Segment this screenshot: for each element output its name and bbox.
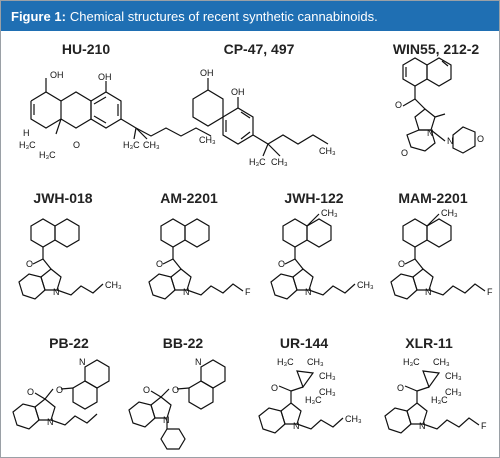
svg-text:O: O — [271, 383, 278, 393]
svg-text:CH₃: CH₃ — [319, 387, 336, 397]
compound-name: UR-144 — [280, 335, 328, 351]
svg-text:CH₃: CH₃ — [319, 146, 336, 156]
svg-text:CH₃: CH₃ — [433, 357, 450, 367]
svg-text:CH₃: CH₃ — [445, 387, 462, 397]
svg-text:O: O — [397, 383, 404, 393]
svg-text:N: N — [305, 287, 312, 297]
compound-win55-212-2: WIN55, 212-2 O N O — [393, 41, 484, 158]
compound-name: HU-210 — [62, 41, 110, 57]
svg-text:CH₃: CH₃ — [271, 157, 288, 167]
svg-text:N: N — [53, 287, 60, 297]
compound-name: WIN55, 212-2 — [393, 41, 480, 57]
compound-name: AM-2201 — [160, 190, 218, 206]
structure-win55-212-2 — [402, 57, 476, 154]
structure-am-2201 — [148, 218, 244, 300]
svg-text:CH₃: CH₃ — [307, 357, 324, 367]
svg-text:CH₃: CH₃ — [357, 280, 374, 290]
svg-text:H₃C: H₃C — [39, 150, 56, 160]
structures-grid: HU-210 OH OH H — [12, 41, 493, 450]
svg-text:H₃C: H₃C — [123, 140, 140, 150]
structure-mam-2201 — [390, 213, 486, 300]
svg-text:O: O — [401, 148, 408, 158]
svg-text:O: O — [395, 100, 402, 110]
svg-text:CH₃: CH₃ — [143, 140, 160, 150]
svg-text:N: N — [447, 136, 454, 146]
svg-text:H₃C: H₃C — [403, 357, 420, 367]
compound-hu-210: HU-210 OH OH H — [19, 41, 216, 160]
structure-jwh-018 — [18, 218, 104, 300]
svg-text:O: O — [26, 259, 33, 269]
structure-cp-47-497 — [192, 78, 329, 157]
svg-text:O: O — [27, 387, 34, 397]
svg-text:O: O — [156, 259, 163, 269]
svg-text:N: N — [195, 357, 202, 367]
structure-xlr-11 — [384, 370, 480, 434]
structure-jwh-122 — [270, 213, 356, 300]
svg-text:H₃C: H₃C — [431, 395, 448, 405]
svg-text:N: N — [293, 421, 300, 431]
svg-text:O: O — [398, 259, 405, 269]
svg-text:CH₃: CH₃ — [199, 135, 216, 145]
svg-text:N: N — [163, 415, 170, 425]
svg-text:O: O — [477, 134, 484, 144]
svg-text:CH₃: CH₃ — [445, 371, 462, 381]
svg-text:H₃C: H₃C — [277, 357, 294, 367]
compound-name: MAM-2201 — [398, 190, 467, 206]
compound-name: BB-22 — [163, 335, 204, 351]
svg-text:N: N — [425, 287, 432, 297]
compound-name: CP-47, 497 — [224, 41, 295, 57]
svg-text:H₃C: H₃C — [19, 140, 36, 150]
svg-text:CH₃: CH₃ — [345, 414, 362, 424]
svg-text:O: O — [278, 259, 285, 269]
compound-name: JWH-122 — [284, 190, 343, 206]
structure-bb-22 — [128, 359, 226, 450]
svg-text:F: F — [481, 421, 487, 431]
svg-text:CH₃: CH₃ — [441, 208, 458, 218]
caption-label: Figure 1: — [11, 8, 66, 24]
svg-text:N: N — [47, 417, 54, 427]
svg-text:N: N — [79, 357, 86, 367]
compound-am-2201: AM-2201 O N F — [148, 190, 251, 300]
compound-pb-22: PB-22 O O N N — [12, 335, 110, 430]
svg-text:OH: OH — [98, 72, 112, 82]
compound-ur-144: UR-144 H₃C CH₃ O CH₃ CH₃ H₃C N CH₃ — [258, 335, 362, 434]
compound-xlr-11: XLR-11 H₃C CH₃ O CH₃ CH₃ H₃C N F — [384, 335, 487, 434]
svg-text:F: F — [245, 287, 251, 297]
svg-text:N: N — [427, 128, 434, 138]
svg-text:N: N — [183, 287, 190, 297]
caption-text: Chemical structures of recent synthetic … — [69, 8, 378, 24]
svg-text:CH₃: CH₃ — [105, 280, 122, 290]
svg-text:OH: OH — [200, 68, 214, 78]
structure-ur-144 — [258, 370, 344, 434]
compound-name: JWH-018 — [33, 190, 92, 206]
svg-text:O: O — [73, 140, 80, 150]
compound-cp-47-497: CP-47, 497 OH OH H₃C CH₃ CH₃ — [192, 41, 336, 167]
svg-text:N: N — [419, 421, 426, 431]
structure-pb-22 — [12, 359, 110, 430]
svg-text:O: O — [143, 385, 150, 395]
figure-caption: Figure 1: Chemical structures of recent … — [1, 1, 499, 31]
structure-hu-210 — [30, 78, 212, 140]
svg-text:CH₃: CH₃ — [321, 208, 338, 218]
compound-jwh-018: JWH-018 O N CH₃ — [18, 190, 122, 300]
compound-name: XLR-11 — [405, 335, 453, 351]
svg-text:O: O — [56, 385, 63, 395]
svg-text:OH: OH — [50, 70, 64, 80]
svg-text:F: F — [487, 287, 493, 297]
svg-text:H₃C: H₃C — [249, 157, 266, 167]
compound-jwh-122: JWH-122 CH₃ O N CH₃ — [270, 190, 374, 300]
svg-text:H: H — [23, 128, 30, 138]
svg-text:OH: OH — [231, 87, 245, 97]
compound-name: PB-22 — [49, 335, 89, 351]
compound-mam-2201: MAM-2201 CH₃ O N F — [390, 190, 493, 300]
svg-text:CH₃: CH₃ — [319, 371, 336, 381]
svg-text:H₃C: H₃C — [305, 395, 322, 405]
compound-bb-22: BB-22 N O O N — [128, 335, 226, 450]
svg-text:O: O — [172, 385, 179, 395]
